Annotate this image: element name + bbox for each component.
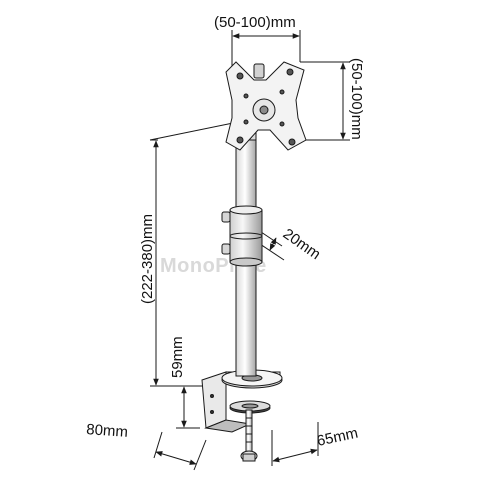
pole-diameter-label: 20mm [280, 225, 324, 263]
desk-clamp [201, 369, 283, 462]
clamp-height-label: 59mm [169, 336, 186, 378]
vesa-width-label: (50-100)mm [214, 14, 296, 31]
vesa-width-dimension [231, 30, 301, 72]
vesa-height-dimension [300, 61, 350, 141]
height-range-label: (222-380)mm [139, 214, 156, 304]
base-width-label: 65mm [315, 425, 359, 450]
base-depth-label: 80mm [86, 421, 129, 441]
base-depth-dimension [153, 431, 207, 471]
height-collar [221, 205, 263, 267]
base-width-dimension [271, 422, 319, 466]
vesa-height-label: (50-100)mm [348, 58, 365, 140]
vesa-plate [225, 61, 307, 151]
